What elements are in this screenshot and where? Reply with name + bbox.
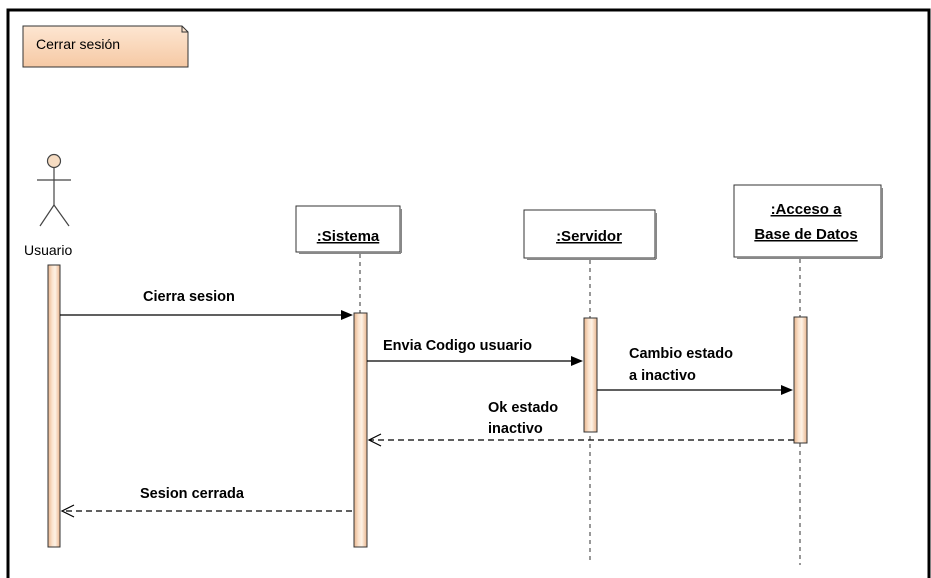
activation-sistema (353, 312, 368, 548)
object-sistema-label: :Sistema (317, 228, 380, 245)
object-acceso-label-1: :Acceso a (771, 201, 843, 218)
message-ok-estado: Ok estado inactivo (367, 400, 794, 447)
object-acceso-label-2: Base de Datos (754, 226, 857, 243)
message-cambio-estado-label-1: Cambio estado (629, 346, 733, 362)
message-cambio-estado: Cambio estado a inactivo (597, 346, 793, 395)
message-envia-codigo-label: Envia Codigo usuario (383, 338, 532, 354)
frame-title-tab: Cerrar sesión (22, 25, 189, 68)
message-sesion-cerrada-label: Sesion cerrada (140, 486, 245, 502)
activation-servidor (583, 317, 598, 433)
message-envia-codigo: Envia Codigo usuario (367, 338, 583, 366)
message-sesion-cerrada: Sesion cerrada (60, 486, 352, 518)
message-cierra-sesion-label: Cierra sesion (143, 289, 235, 305)
frame-border (6, 8, 931, 578)
object-servidor: :Servidor (523, 209, 657, 260)
object-acceso-bd: :Acceso a Base de Datos (733, 184, 883, 259)
actor-usuario: Usuario (24, 153, 72, 258)
stick-figure-icon (37, 153, 71, 227)
activation-acceso (793, 316, 808, 444)
actor-label: Usuario (24, 242, 72, 258)
message-ok-estado-label-2: inactivo (488, 421, 543, 437)
frame-title: Cerrar sesión (36, 36, 120, 52)
object-servidor-label: :Servidor (556, 228, 622, 245)
message-ok-estado-label-1: Ok estado (488, 400, 558, 416)
activation-usuario (47, 264, 61, 548)
object-sistema: :Sistema (295, 205, 402, 254)
message-cierra-sesion: Cierra sesion (60, 289, 353, 320)
message-cambio-estado-label-2: a inactivo (629, 368, 696, 384)
